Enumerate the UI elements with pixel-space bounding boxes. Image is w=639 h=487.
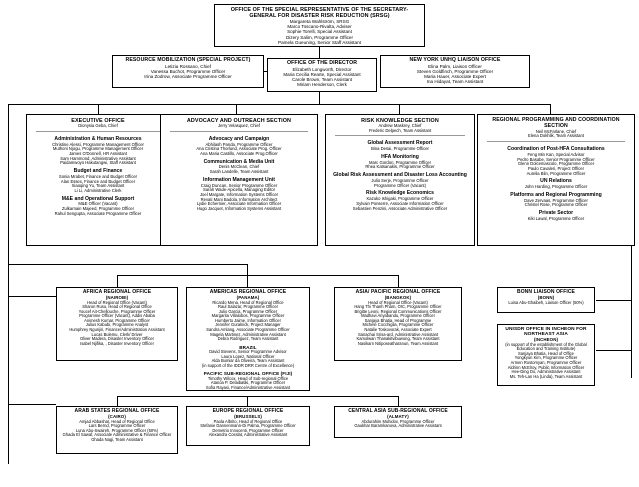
regional-group-platforms-title: Platforms and Regional Programming <box>510 191 602 198</box>
connector-right-spine <box>631 128 632 378</box>
resmob-title: Resource Mobilization (Special Project) <box>125 57 251 63</box>
connector-director-bus <box>319 92 320 105</box>
centralasia-title: Central Asia Sub-regional Office <box>348 408 448 414</box>
box-resource-mobilization: Resource Mobilization (Special Project) … <box>112 55 264 88</box>
incheon-title: UNISDR Office in Incheon for Northeast A… <box>505 327 587 338</box>
exec-divider <box>36 130 160 132</box>
connector-bus-to-left-spine <box>8 104 98 105</box>
asiapac-title: Asia/ Pacific Regional Office <box>355 289 441 295</box>
box-bonn-liaison-office: Bonn Liaison Office (Bonn) Luisa Abu-Gha… <box>497 287 595 313</box>
risk-title: Risk Knowledge Section <box>361 118 439 124</box>
connector-spine-incheon <box>596 350 631 351</box>
box-asia-pacific-regional-office: Asia/ Pacific Regional Office (Bangkok) … <box>334 287 462 361</box>
advocacy-divider <box>170 130 308 132</box>
risk-group-hfa-title: HFA Monitoring <box>381 153 419 160</box>
ny-liaison-title: New York UNHQ Liaison Office <box>409 57 501 63</box>
box-risk-knowledge-section: Risk Knowledge Section Andrew Maskrey, C… <box>325 114 475 246</box>
box-srsg: Office of the Special Representative of … <box>214 4 425 47</box>
asiapac-city: (Bangkok) <box>384 294 412 300</box>
risk-group-gar-title: Global Assessment Report <box>367 140 433 147</box>
box-africa-regional-office: Africa Regional Office (Nairobi) Head of… <box>56 287 178 361</box>
regional-group-unrel-title: UN Relations <box>540 178 572 185</box>
centralasia-city: (Almaty) <box>387 413 409 419</box>
arab-city: (Cairo) <box>108 413 126 419</box>
bonn-city: (Bonn) <box>537 294 555 300</box>
box-central-asia-subregional-office: Central Asia Sub-regional Office (Almaty… <box>334 406 462 438</box>
connector-rowbus-up <box>247 264 248 275</box>
director-title: Office of the Director <box>286 60 358 66</box>
connector-bottom-bus <box>117 396 398 397</box>
risk-group-econ-title: Risk Knowledge Economics <box>366 190 434 197</box>
connector-left-spine <box>8 104 9 464</box>
americas-brazil-title: Brazil <box>239 344 257 350</box>
connector-africa-top <box>117 275 118 287</box>
connector-bus-exec <box>98 104 99 114</box>
connector-arab-up <box>117 396 118 406</box>
regional-group-posthfa-title: Coordination of Post-HFA Consultations <box>507 146 605 153</box>
connector-section-bus <box>98 104 550 105</box>
connector-bus-regional <box>550 104 551 114</box>
regional-group-private-title: Private Sector <box>538 210 574 217</box>
americas-city: (Panama) <box>236 294 260 300</box>
exec-title: Executive Office <box>71 118 125 124</box>
regional-title: Regional Programming and Coordination Se… <box>492 117 620 129</box>
connector-spine-arab <box>8 404 56 405</box>
connector-spine-africa <box>8 296 56 297</box>
connector-spine-bonn <box>596 300 631 301</box>
advocacy-group-comm-title: Communication & Media Unit <box>203 158 275 165</box>
connector-bus-risk <box>399 104 400 114</box>
srsg-title: Office of the Special Representative of … <box>230 7 409 20</box>
srsg-lines: Margareta Wahlström, SRSG Marco Toscano-… <box>278 19 361 45</box>
box-office-of-the-director: Office of the Director Elizabeth Longwor… <box>267 58 377 92</box>
risk-divider <box>335 135 465 137</box>
advocacy-group-info-title: Information Management Unit <box>203 176 275 183</box>
exec-group-me-title: M&E and Operational Support <box>61 195 135 202</box>
box-new-york-liaison-office: New York UNHQ Liaison Office Elina Palm,… <box>380 55 530 88</box>
box-europe-regional-office: Europe Regional Office (Brussels) Paola … <box>186 406 310 446</box>
advocacy-title: Advocacy and Outreach Section <box>186 118 292 124</box>
africa-title: Africa Regional Office <box>82 289 152 295</box>
connector-europe-top <box>247 396 248 406</box>
regional-divider <box>487 141 625 143</box>
incheon-city: (Incheon) <box>533 336 559 342</box>
connector-left-spine-row <box>8 264 247 265</box>
connector-asiapac-top <box>398 275 399 287</box>
connector-bus-advocacy <box>236 104 237 114</box>
connector-americas-top <box>247 275 248 287</box>
connector-srsg-director <box>319 47 320 60</box>
exec-group-budget-title: Budget and Finance <box>73 168 123 175</box>
box-arab-states-regional-office: Arab States Regional Office (Cairo) Amja… <box>56 406 178 454</box>
exec-group-admin-title: Administration & Human Resources <box>54 135 142 142</box>
box-americas-regional-office: Americas Regional Office (Panama) Ricard… <box>186 287 310 391</box>
europe-title: Europe Regional Office <box>212 408 284 414</box>
americas-pacific-title: Pacific Sub-regional Office (Fiji) <box>203 371 293 377</box>
box-executive-office: Executive Office Dionysia Geba, Chief Ad… <box>26 114 170 246</box>
box-advocacy-outreach-section: Advocacy and Outreach Section Jerry Vela… <box>160 114 318 246</box>
box-incheon-office: UNISDR Office in Incheon for Northeast A… <box>497 324 595 386</box>
americas-title: Americas Regional Office <box>209 289 287 295</box>
africa-city: (Nairobi) <box>105 294 129 300</box>
bonn-title: Bonn Liaison Office <box>516 289 575 295</box>
risk-group-gra-title: Global Risk Assessment and Disaster Loss… <box>333 172 467 179</box>
connector-centralasia-top <box>398 396 399 406</box>
advocacy-group-campaign-title: Advocacy and Campaign <box>208 135 270 142</box>
box-regional-programming-section: Regional Programming and Coordination Se… <box>477 114 635 246</box>
connector-regional-row-bus <box>117 275 398 276</box>
arab-title: Arab States Regional Office <box>74 408 160 414</box>
europe-city: (Brussels) <box>234 413 262 419</box>
